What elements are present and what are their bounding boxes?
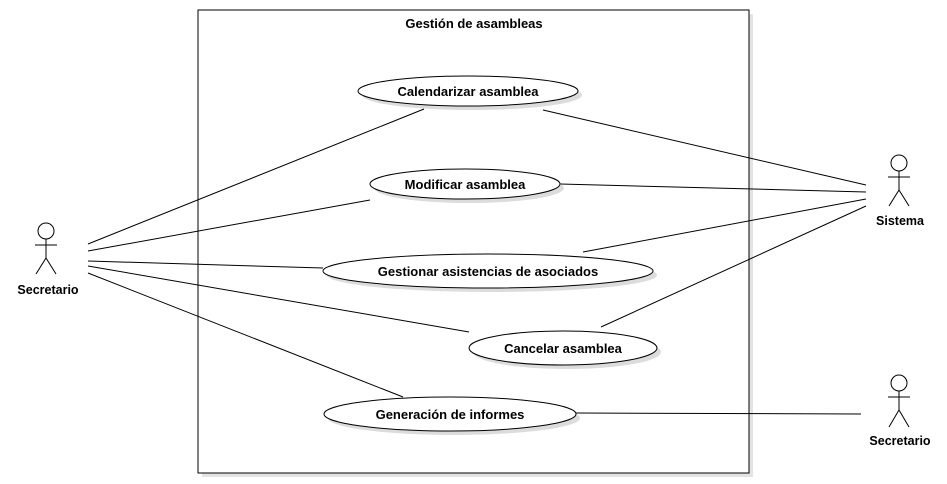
assoc-secretario-right-generacion[interactable] (575, 412, 862, 415)
use-case-ellipse (322, 253, 654, 289)
use-case-cancelar[interactable]: Cancelar asamblea (468, 330, 661, 369)
stick-figure-icon (35, 222, 57, 275)
use-case-ellipse (369, 168, 561, 200)
use-case-label: Modificar asamblea (405, 177, 526, 192)
use-case-generacion[interactable]: Generación de informes (323, 396, 580, 435)
assoc-secretario-generacion[interactable] (87, 272, 404, 398)
actor-label: Secretario (869, 434, 931, 448)
stick-figure-icon (888, 154, 910, 207)
assoc-sistema-calendarizar[interactable] (542, 109, 867, 186)
actor-secretario-right[interactable]: Secretario (869, 374, 931, 448)
use-case-ellipse (468, 330, 658, 366)
actor-sistema[interactable]: Sistema (876, 154, 925, 228)
use-case-modificar[interactable]: Modificar asamblea (369, 168, 564, 203)
assoc-sistema-cancelar[interactable] (600, 205, 867, 328)
stick-figure-icon (888, 374, 910, 428)
assoc-secretario-modificar[interactable] (87, 199, 371, 252)
use-case-gestionar[interactable]: Gestionar asistencias de asociados (322, 253, 657, 292)
actor-label: Sistema (876, 214, 925, 228)
actor-secretario-left[interactable]: Secretario (17, 222, 79, 297)
assoc-sistema-modificar[interactable] (559, 183, 867, 193)
assoc-secretario-calendarizar[interactable] (87, 108, 425, 245)
use-case-ellipse (357, 75, 579, 107)
use-case-label: Calendarizar asamblea (398, 84, 540, 99)
use-case-calendarizar[interactable]: Calendarizar asamblea (357, 75, 582, 110)
use-case-ellipse (323, 396, 577, 432)
system-boundary-title: Gestión de asambleas (405, 16, 542, 31)
actor-label: Secretario (17, 283, 79, 297)
assoc-sistema-gestionar[interactable] (582, 198, 867, 253)
use-case-label: Generación de informes (376, 407, 525, 422)
associations (87, 108, 867, 415)
assoc-secretario-gestionar[interactable] (87, 260, 324, 269)
use-case-label: Gestionar asistencias de asociados (378, 264, 598, 279)
assoc-secretario-cancelar[interactable] (87, 265, 470, 333)
use-case-label: Cancelar asamblea (504, 341, 623, 356)
